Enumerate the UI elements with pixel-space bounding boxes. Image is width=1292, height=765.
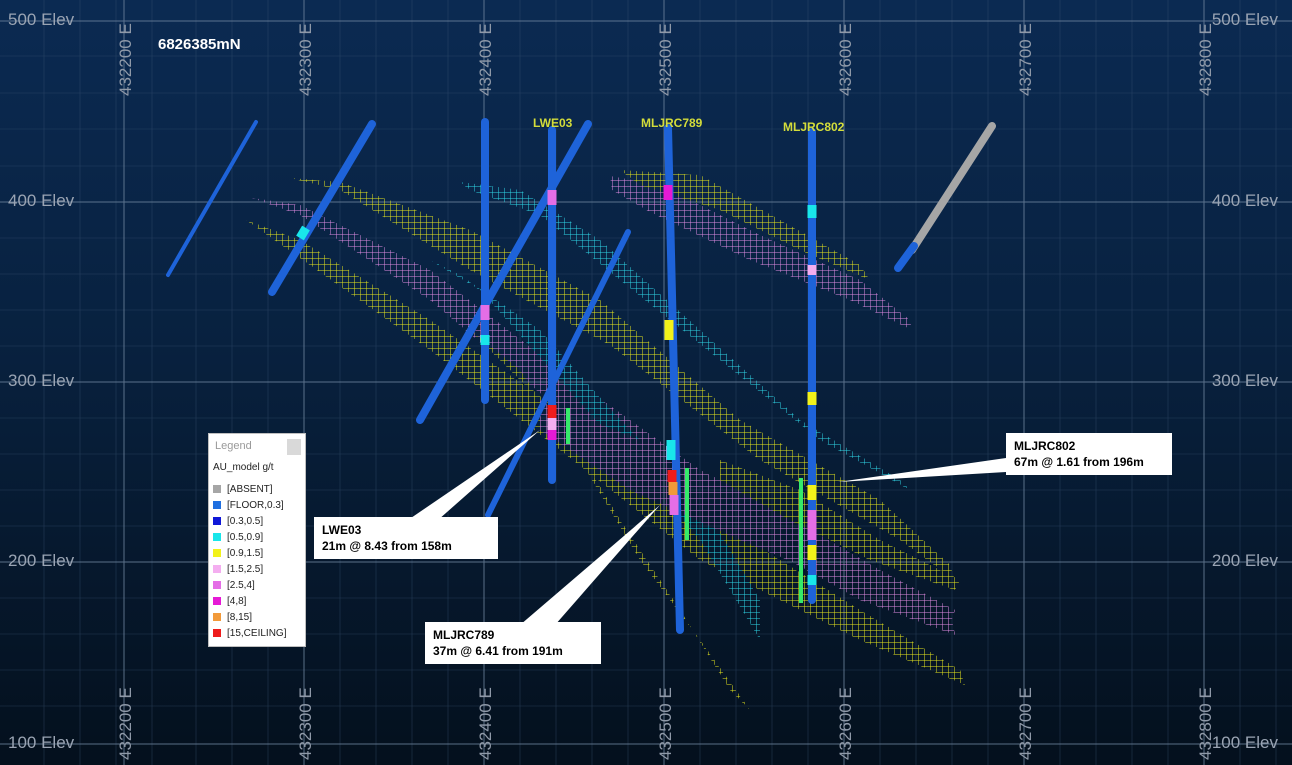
elev-label-300-left: 300 Elev [8,371,75,390]
callout-mljrc802-name: MLJRC802 [1014,439,1076,453]
legend-swatch [213,485,221,493]
legend-item: [8,15] [213,610,252,624]
legend-swatch [213,629,221,637]
legend-swatch [213,517,221,525]
legend-item: [2.5,4] [213,578,255,592]
legend-title: Legend [215,440,252,452]
easting-label-432200-bottom: 432200 E [116,687,135,760]
grade-intervals [296,185,817,585]
easting-label-432400-bottom: 432400 E [476,687,495,760]
elev-label-100-right: 100 Elev [1211,733,1278,752]
legend-item-label: [0.9,1.5] [227,547,264,559]
hole-diag-b [485,229,631,518]
easting-label-432500-top: 432500 E [656,23,675,96]
hole-absent-tail [894,242,918,272]
hole-diag-a [416,120,592,424]
legend-item: [ABSENT] [213,482,273,496]
callout-mljrc802-result: 67m @ 1.61 from 196m [1014,455,1144,469]
legend-item: [FLOOR,0.3] [213,498,284,512]
legend-swatch [213,501,221,509]
callout-pointers [408,430,1006,625]
elev-label-100-left: 100 Elev [8,733,75,752]
hole-label-mljrc789[interactable]: MLJRC789 [641,116,703,130]
hole-label-mljrc802[interactable]: MLJRC802 [783,120,845,134]
easting-label-432300-top: 432300 E [296,23,315,96]
legend-item-label: [15,CEILING] [227,627,287,639]
callout-mljrc789-result: 37m @ 6.41 from 191m [433,644,563,658]
legend-collapse-button[interactable] [287,439,301,455]
grade-legend[interactable]: Legend AU_model g/t [ABSENT] [FLOOR,0.3]… [208,433,306,647]
easting-label-432400-top: 432400 E [476,23,495,96]
callout-lwe03: LWE03 21m @ 8.43 from 158m [314,517,498,559]
legend-item-label: [ABSENT] [227,483,273,495]
elev-label-500-left: 500 Elev [8,10,75,29]
callout-lwe03-result: 21m @ 8.43 from 158m [322,539,452,553]
legend-swatch [213,549,221,557]
hole-mljrc789 [664,124,684,634]
callout-lwe03-name: LWE03 [322,523,362,537]
legend-item: [15,CEILING] [213,626,286,640]
hole-left [268,120,376,296]
hole-label-lwe03[interactable]: LWE03 [533,116,573,130]
callout-mljrc789: MLJRC789 37m @ 6.41 from 191m [425,622,601,664]
elev-label-500-right: 500 Elev [1211,10,1278,29]
easting-label-432600-bottom: 432600 E [836,687,855,760]
callout-mljrc802: MLJRC802 67m @ 1.61 from 196m [1006,433,1172,475]
easting-label-432800-bottom: 432800 E [1196,687,1215,760]
legend-item: [4,8] [213,594,246,608]
elev-label-300-right: 300 Elev [1211,371,1278,390]
easting-label-432700-top: 432700 E [1016,23,1035,96]
legend-item: [1.5,2.5] [213,562,263,576]
easting-label-432500-bottom: 432500 E [656,687,675,760]
intercept-bars [566,408,803,603]
legend-swatch [213,565,221,573]
elev-label-400-left: 400 Elev [8,191,75,210]
easting-label-432300-bottom: 432300 E [296,687,315,760]
legend-item-label: [8,15] [227,611,253,623]
legend-item-label: [4,8] [227,595,247,607]
legend-item-label: [0.3,0.5] [227,515,264,527]
legend-item-label: [0.5,0.9] [227,531,264,543]
legend-subtitle: AU_model g/t [213,462,274,473]
easting-label-432700-bottom: 432700 E [1016,687,1035,760]
hole-absent [908,122,996,254]
legend-item: [0.5,0.9] [213,530,263,544]
legend-swatch [213,533,221,541]
legend-swatch [213,597,221,605]
legend-item-label: [FLOOR,0.3] [227,499,284,511]
ore-lenses [246,170,965,710]
callout-mljrc789-name: MLJRC789 [433,628,495,642]
legend-item-label: [1.5,2.5] [227,563,264,575]
section-northing-label: 6826385mN [158,36,241,53]
elev-label-200-left: 200 Elev [8,551,75,570]
legend-swatch [213,613,221,621]
easting-label-432200-top: 432200 E [116,23,135,96]
elev-label-400-right: 400 Elev [1211,191,1278,210]
easting-label-432800-top: 432800 E [1196,23,1215,96]
legend-item: [0.3,0.5] [213,514,263,528]
hole-left-thin [166,120,258,277]
legend-swatch [213,581,221,589]
easting-label-432600-top: 432600 E [836,23,855,96]
legend-item-label: [2.5,4] [227,579,255,591]
elev-label-200-right: 200 Elev [1211,551,1278,570]
legend-item: [0.9,1.5] [213,546,263,560]
